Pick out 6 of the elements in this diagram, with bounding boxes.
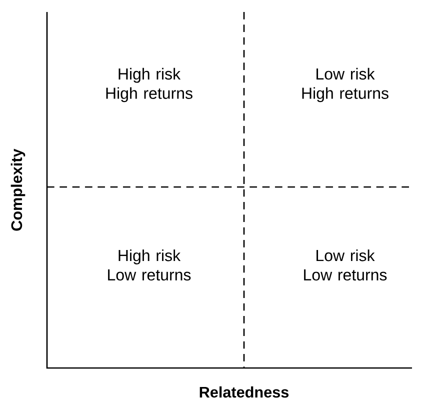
quadrant-label: High risk Low returns <box>103 248 195 282</box>
axis-title: Relatedness <box>200 386 289 398</box>
axis-title: Complexity <box>10 148 26 231</box>
quadrant-label: Low risk High returns <box>299 66 391 104</box>
quadrant-label: Low risk Low returns <box>299 248 391 282</box>
quadrant-label: High risk High returns <box>103 66 195 104</box>
